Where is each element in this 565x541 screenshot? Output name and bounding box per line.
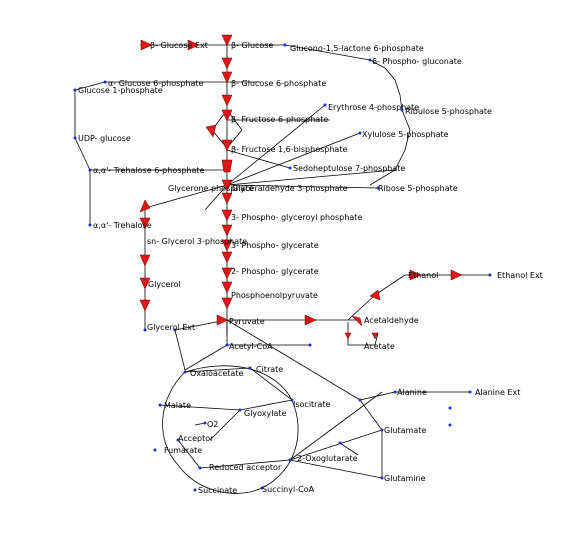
label-glycerol-ext: Glycerol Ext	[147, 323, 195, 332]
label-beta-glucose: β- Glucose	[231, 41, 273, 50]
label-sn-glycerol-3p: sn- Glycerol 3-phosphate	[147, 237, 247, 246]
label-udp-glucose: UDP- glucose	[78, 134, 131, 143]
pathway-edges	[74, 44, 490, 494]
label-alanine: Alanine	[397, 388, 427, 397]
label-acetate: Acetate	[364, 342, 395, 351]
arrow-glucose-import	[140, 39, 153, 51]
label-acetyl-coa: Acetyl-CoA	[229, 342, 273, 351]
metabolite-labels: β- Glucose Ext β- Glucose Glucono-1,5-la…	[78, 41, 543, 495]
label-acetaldehyde: Acetaldehyde	[364, 316, 419, 325]
label-glutamine: Glutamine	[384, 474, 426, 483]
label-beta-glucose-ext: β- Glucose Ext	[150, 41, 208, 50]
label-ethanol: Ethanol	[408, 271, 438, 280]
label-glyoxylate: Glyoxylate	[244, 409, 287, 418]
label-glucose-1p: Glucose 1-phosphate	[78, 86, 163, 95]
label-alpha-glucose-6p: α- Glucose 6-phosphate	[108, 79, 203, 88]
label-ribose-5p: Ribose 5-phosphate	[378, 184, 458, 193]
label-pep: Phosphoenolpyruvate	[231, 291, 318, 300]
label-reduced-acceptor: Reduced acceptor	[209, 463, 282, 472]
label-succinyl-coa: Succinyl-CoA	[262, 485, 315, 494]
label-succinate: Succinate	[198, 486, 237, 495]
label-trehalose: α,α'- Trehalose	[93, 221, 152, 230]
label-glycerol: Glycerol	[148, 280, 181, 289]
label-o2: O2	[207, 420, 218, 429]
label-erythrose-4p: Erythrose 4-phosphate	[328, 103, 419, 112]
label-alanine-ext: Alanine Ext	[475, 388, 520, 397]
label-beta-glucose-6p: β- Glucose 6-phosphate	[231, 79, 326, 88]
label-oxoglutarate: 2-Oxoglutarate	[297, 454, 358, 463]
label-fructose-16bp: β- Fructose 1,6-bisphosphate	[231, 145, 347, 154]
label-ethanol-ext: Ethanol Ext	[497, 271, 543, 280]
label-fructose-6p: β- Fructose 6-phosphate	[231, 115, 328, 124]
label-glyceraldehyde-3p: Glyceraldehyde 3-phosphate	[232, 184, 348, 193]
label-isocitrate: Isocitrate	[293, 400, 331, 409]
label-malate: Malate	[164, 401, 191, 410]
label-xylulose-5p: Xylulose 5-phosphate	[362, 130, 449, 139]
label-acceptor: Acceptor	[178, 434, 214, 443]
label-phospho-glyceroyl-p: 3- Phospho- glyceroyl phosphate	[231, 213, 362, 222]
label-oxaloacetate: Oxaloacetate	[190, 369, 243, 378]
label-citrate: Citrate	[256, 365, 283, 374]
label-glucono-lactone: Glucono-1,5-lactone 6-phosphate	[290, 44, 424, 53]
reaction-arrows	[139, 34, 463, 340]
label-glycerone-p: Glycerone phosphate	[168, 184, 253, 193]
label-ribulose-5p: Ribulose 5-phosphate	[405, 107, 492, 116]
arrow-glucose-import-2	[187, 39, 200, 51]
label-sedoheptulose-7p: Sedoheptulose 7-phosphate	[293, 164, 405, 173]
label-fumarate: Fumarate	[164, 446, 202, 455]
label-pyruvate: Pyruvate	[229, 317, 265, 326]
metabolite-nodes	[73, 43, 492, 492]
label-phospho-gluconate: 6- Phospho- gluconate	[372, 57, 462, 66]
label-trehalose-6p: α,α'- Trehalose 6-phosphate	[93, 166, 205, 175]
label-glutamate: Glutamate	[384, 426, 426, 435]
label-2-phospho-glycerate: 2- Phospho- glycerate	[231, 267, 319, 276]
label-3-phospho-glycerate: 3- Phospho- glycerate	[231, 241, 319, 250]
